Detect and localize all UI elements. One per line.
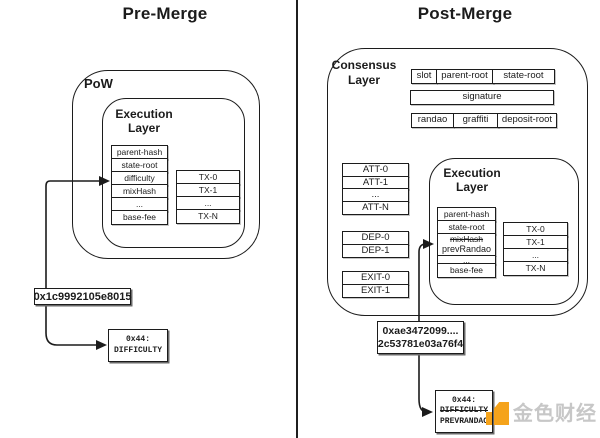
logo-bar-shape	[486, 412, 492, 425]
exit-row: EXIT-1	[342, 283, 409, 298]
logo-square-shape	[494, 402, 509, 425]
dep-row: DEP-1	[342, 243, 409, 258]
field-graffiti: graffiti	[452, 113, 499, 128]
field-randao: randao	[411, 113, 454, 128]
consensus-row-slot: slot parent-root state-root	[411, 69, 555, 84]
att-row: ATT-N	[342, 200, 409, 215]
pre-execution-layer-box	[102, 98, 245, 248]
pre-merge-title: Pre-Merge	[122, 4, 208, 23]
post-storage-slot-box: 0x44: DIFFICULTY PREVRANDAO	[435, 390, 493, 433]
slot-address: 0x44:	[451, 395, 476, 405]
pre-difficulty-hash-value: 0x1c9992105e8015	[34, 288, 131, 305]
pre-header-fields: parent-hash state-root difficulty mixHas…	[111, 145, 168, 225]
post-prevrandao-hash-value: 0xae3472099.... 2c53781e03a76f4	[377, 321, 464, 354]
panel-divider	[296, 0, 298, 438]
att-row: ATT-1	[342, 175, 409, 190]
arrowhead-into-difficulty	[99, 176, 110, 186]
slot-address: 0x44:	[125, 335, 150, 344]
post-header-fields: parent-hash state-root mixHash prevRanda…	[437, 207, 496, 278]
consensus-layer-box	[327, 48, 588, 316]
post-exec-label-line2: Layer	[455, 180, 489, 194]
attestation-list: ATT-0 ATT-1 ... ATT-N	[342, 163, 409, 215]
pow-container-box	[72, 70, 260, 259]
consensus-row-randao: randao graffiti deposit-root	[411, 113, 557, 128]
field-slot: slot	[411, 69, 437, 84]
slot-name-difficulty-struck: DIFFICULTY	[439, 406, 488, 416]
post-exec-label-line1: Execution	[443, 166, 501, 180]
watermark-brand-text: 金色财经	[513, 402, 597, 426]
consensus-layer-label: Consensus Layer	[330, 58, 398, 88]
pow-label: PoW	[84, 76, 113, 91]
jinse-logo-icon	[486, 402, 510, 427]
arrowhead-into-post-slotbox	[422, 407, 433, 417]
field-mixhash-prevrandao: mixHash prevRandao	[437, 233, 496, 256]
pre-exec-label-line1: Execution	[115, 107, 173, 121]
slot-name-prevrandao: PREVRANDAO	[439, 416, 488, 426]
hash-line1: 0xae3472099....	[382, 324, 459, 337]
field-base-fee: base-fee	[437, 263, 496, 278]
consensus-label-line1: Consensus	[331, 58, 397, 72]
deposit-list: DEP-0 DEP-1	[342, 231, 409, 258]
post-tx-list: TX-0 TX-1 ... TX-N	[503, 222, 568, 276]
arrowhead-into-prevrandao	[423, 239, 434, 249]
watermark: 金色财经	[486, 402, 597, 427]
pre-tx-list: TX-0 TX-1 ... TX-N	[176, 170, 240, 224]
pre-execution-layer-label: Execution Layer	[94, 107, 194, 135]
consensus-label-line2: Layer	[347, 73, 381, 87]
field-base-fee: base-fee	[111, 210, 168, 225]
tx-row: TX-N	[503, 261, 568, 276]
field-state-root: state-root	[492, 69, 555, 84]
tx-row: TX-0	[503, 222, 568, 237]
pre-difficulty-connector	[45, 180, 101, 346]
field-prevrandao: prevRandao	[441, 244, 492, 254]
tx-row: TX-N	[176, 209, 240, 224]
field-parent-root: parent-root	[435, 69, 494, 84]
arrowhead-into-pre-slotbox	[96, 340, 107, 350]
brand-chars-1: 金色财经	[513, 403, 597, 425]
field-signature: signature	[410, 90, 554, 105]
post-execution-layer-box	[429, 158, 579, 305]
post-merge-title: Post-Merge	[417, 4, 513, 23]
post-execution-layer-label: Execution Layer	[422, 166, 522, 194]
pre-storage-slot-box: 0x44: DIFFICULTY	[108, 329, 168, 362]
slot-name-difficulty: DIFFICULTY	[113, 345, 162, 355]
hash-line2: 2c53781e03a76f4	[377, 337, 464, 350]
exit-list: EXIT-0 EXIT-1	[342, 271, 409, 298]
pre-exec-label-line2: Layer	[127, 121, 161, 135]
consensus-row-signature: signature	[410, 90, 554, 105]
field-deposit-root: deposit-root	[497, 113, 557, 128]
field-mixhash-struck: mixHash	[449, 234, 484, 244]
